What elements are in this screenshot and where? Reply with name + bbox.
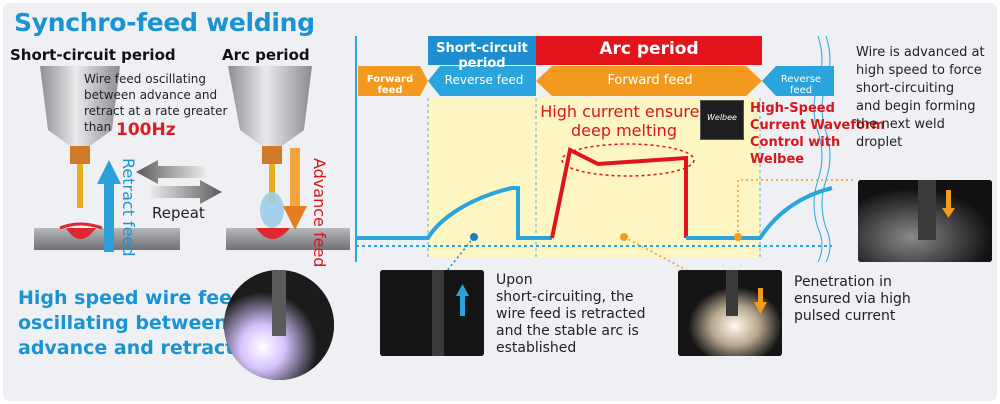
high-speed-wire-feed-heading: High speed wire feed oscillating between… xyxy=(18,286,246,361)
photo-short-circuit xyxy=(380,270,484,356)
reverse-feed-label: Reverse feed xyxy=(444,73,524,87)
waveform-red xyxy=(550,147,688,239)
advance-arrow-icon xyxy=(283,148,307,230)
reverse-feed-arrow xyxy=(428,66,536,96)
caption1-line-4: and the stable arc is xyxy=(496,323,639,339)
high-speed-control-label: High-Speed Current Waveform Control with… xyxy=(750,100,885,168)
caption-short-circuit: Upon short-circuiting, the wire feed is … xyxy=(496,272,676,357)
heading-line-1: High speed wire feed xyxy=(18,287,246,309)
welding-torch-icon xyxy=(228,66,312,202)
short-circuit-bar xyxy=(428,36,536,65)
right-line-5: the next weld xyxy=(856,117,945,132)
arc-period-bar-label: Arc period xyxy=(599,39,699,59)
caption1-line-2: short-circuiting, the xyxy=(496,289,634,305)
caption1-line-5: established xyxy=(496,340,577,356)
reverse-feed-right-arrow xyxy=(762,66,834,96)
wire-advance-description: Wire is advanced at high speed to force … xyxy=(856,44,996,152)
waveform-blue-left xyxy=(356,186,552,240)
heading-line-3: advance and retract xyxy=(18,337,235,359)
oscillation-rate: 100Hz xyxy=(116,120,176,140)
torch-illustration xyxy=(34,66,350,252)
forward-feed-left-label: Forward feed xyxy=(366,74,414,96)
hs-line-2: Current Waveform xyxy=(750,118,885,133)
photo-forward-feed xyxy=(858,180,992,262)
repeat-arrows-icon xyxy=(136,160,222,204)
reverse-feed-right-label: Reverse feed xyxy=(780,74,822,96)
hs-line-1: High-Speed xyxy=(750,101,835,116)
right-line-6: droplet xyxy=(856,135,903,150)
heading-line-2: oscillating between xyxy=(18,312,228,334)
hs-line-3: Control with xyxy=(750,135,841,150)
page-title: Synchro-feed welding xyxy=(14,8,315,37)
caption2-line-3: pulsed current xyxy=(794,308,896,324)
high-current-line-1: High current ensures xyxy=(540,102,708,121)
arc-period-bar xyxy=(536,36,762,65)
short-circuit-bar-label: Short-circuit period xyxy=(436,41,528,71)
high-current-label: High current ensures deep melting xyxy=(536,102,712,140)
hs-line-4: Welbee xyxy=(750,152,805,167)
right-line-2: high speed to force xyxy=(856,63,982,78)
peak-ellipse xyxy=(561,143,695,177)
welbee-chip-icon: Welbee xyxy=(700,100,744,140)
forward-feed-left-arrow xyxy=(358,66,428,96)
chip-text: Welbee xyxy=(707,113,737,122)
retract-feed-label: Retract feed xyxy=(119,158,138,257)
oscillation-text: Wire feed oscillating between advance an… xyxy=(84,72,228,134)
caption1-line-3: wire feed is retracted xyxy=(496,306,646,322)
caption2-line-1: Penetration in xyxy=(794,274,892,290)
arc-period-label: Arc period xyxy=(222,46,310,64)
forward-feed-mid-arrow xyxy=(536,66,762,96)
right-line-3: short-circuiting xyxy=(856,81,955,96)
high-current-line-2: deep melting xyxy=(571,121,677,140)
photo-arc xyxy=(678,270,782,356)
right-line-4: and begin forming xyxy=(856,99,976,114)
caption1-line-1: Upon xyxy=(496,272,533,288)
caption2-line-2: ensured via high xyxy=(794,291,911,307)
forward-feed-mid-label: Forward feed xyxy=(607,73,693,88)
advance-feed-label: Advance feed xyxy=(310,158,329,268)
welding-torch-icon xyxy=(40,66,120,208)
caption-arc: Penetration in ensured via high pulsed c… xyxy=(794,274,974,325)
welding-photo-circle xyxy=(224,270,334,380)
short-circuit-period-label: Short-circuit period xyxy=(10,46,176,64)
waveform-blue-right xyxy=(686,186,833,240)
repeat-label: Repeat xyxy=(152,204,205,222)
retract-arrow-icon xyxy=(97,160,121,252)
right-line-1: Wire is advanced at xyxy=(856,45,985,60)
